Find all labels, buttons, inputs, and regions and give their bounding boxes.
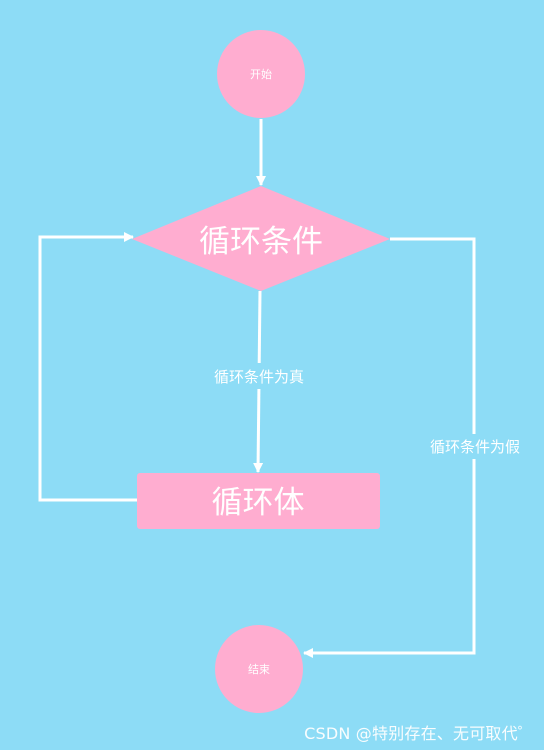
start-label: 开始 bbox=[250, 67, 272, 81]
start-circle bbox=[217, 30, 305, 118]
true-edge-label-group: 循环条件为真 bbox=[206, 363, 312, 389]
true-edge-label-background bbox=[206, 363, 312, 389]
start-node: 开始 bbox=[217, 30, 305, 118]
loop-body-box bbox=[137, 473, 380, 529]
loop-body-node: 循环体 bbox=[137, 473, 380, 529]
end-label: 结束 bbox=[248, 663, 270, 676]
false-edge-label-group: 循环条件为假 bbox=[423, 434, 527, 459]
edge-body-loop-back-to-condition bbox=[38, 232, 137, 502]
condition-diamond bbox=[132, 186, 390, 291]
end-circle bbox=[215, 625, 303, 713]
true-edge-label: 循环条件为真 bbox=[214, 368, 304, 386]
watermark-text: CSDN @特别存在、无可取代゜ bbox=[304, 724, 534, 743]
loop-body-label: 循环体 bbox=[212, 485, 305, 521]
end-node: 结束 bbox=[215, 625, 303, 713]
condition-label: 循环条件 bbox=[199, 224, 323, 260]
false-edge-label: 循环条件为假 bbox=[430, 438, 520, 456]
false-edge-label-background bbox=[423, 434, 527, 459]
condition-node: 循环条件 bbox=[132, 186, 390, 291]
